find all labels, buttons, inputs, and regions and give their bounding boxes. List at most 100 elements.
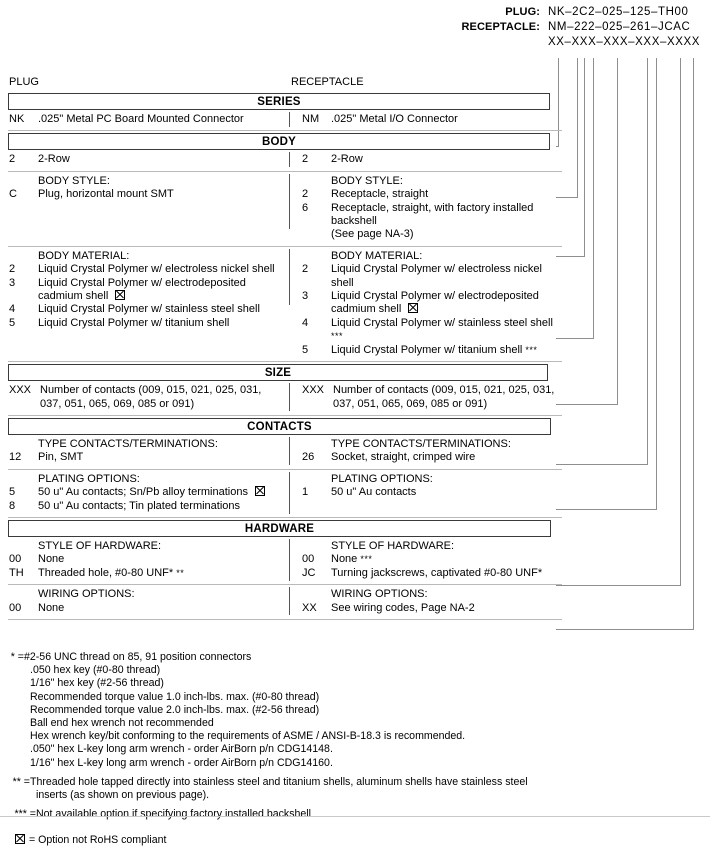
group-header: BODY MATERIAL:: [331, 249, 423, 262]
option-row[interactable]: JC Turning jackscrews, captivated #0-80 …: [302, 567, 562, 580]
plating-plug-column: PLATING OPTIONS: 5 50 u" Au contacts; Sn…: [8, 473, 290, 513]
body-material-receptacle-column: BODY MATERIAL: 2 Liquid Crystal Polymer …: [290, 250, 562, 357]
option-text: 2-Row: [331, 153, 363, 166]
part-number-template: XX–XXX–XXX–XXX–XXXX: [548, 36, 701, 48]
footnote-line: Hex wrench key/bit conforming to the req…: [30, 730, 466, 743]
plug-part-number-row: PLUG: NK–2C2–025–125–TH00: [0, 6, 710, 21]
option-row[interactable]: XX See wiring codes, Page NA-2: [302, 602, 562, 615]
option-code: JC: [302, 566, 316, 579]
option-row[interactable]: NM .025" Metal I/O Connector: [302, 113, 562, 126]
group-header: STYLE OF HARDWARE:: [38, 539, 162, 552]
option-row[interactable]: TH Threaded hole, #0-80 UNF* **: [9, 567, 290, 580]
option-row[interactable]: C Plug, horizontal mount SMT: [9, 188, 290, 201]
option-row[interactable]: NK .025" Metal PC Board Mounted Connecto…: [9, 113, 290, 126]
body-style-plug-column: BODY STYLE: C Plug, horizontal mount SMT: [8, 175, 290, 242]
leader-type-contacts: [556, 58, 648, 465]
footnote-marker: ***: [360, 554, 373, 565]
option-row[interactable]: 4 Liquid Crystal Polymer w/ stainless st…: [9, 303, 290, 316]
option-code: XX: [302, 601, 317, 614]
option-row[interactable]: 5 Liquid Crystal Polymer w/ titanium she…: [9, 317, 290, 330]
plug-label: PLUG:: [505, 6, 540, 18]
band-rule: [8, 584, 562, 586]
group-header: WIRING OPTIONS:: [38, 588, 135, 601]
option-text: Turning jackscrews, captivated #0-80 UNF…: [331, 566, 543, 579]
option-text: Liquid Crystal Polymer w/ electroless ni…: [38, 263, 275, 276]
body-row-receptacle-column: 2 2-Row: [290, 153, 562, 166]
body-material-plug-column: BODY MATERIAL: 2 Liquid Crystal Polymer …: [8, 250, 290, 357]
option-row[interactable]: 2 Liquid Crystal Polymer w/ electroless …: [302, 263, 562, 290]
footnote-marker: ***: [331, 331, 344, 342]
wiring-receptacle-column: WIRING OPTIONS: XX See wiring codes, Pag…: [290, 588, 562, 615]
column-divider: [289, 248, 290, 305]
band-rule: [8, 414, 562, 416]
option-row[interactable]: 2 2-Row: [9, 153, 290, 166]
leader-style-hardware: [556, 58, 681, 586]
band-series: NK .025" Metal PC Board Mounted Connecto…: [8, 110, 562, 130]
group-header: BODY MATERIAL:: [38, 249, 130, 262]
option-text: None: [38, 601, 65, 614]
option-code: NM: [302, 113, 320, 125]
option-text: Plug, horizontal mount SMT: [38, 188, 174, 201]
size-receptacle-column: XXX Number of contacts (009, 015, 021, 0…: [290, 384, 562, 411]
option-text-main: 50 u" Au contacts; Sn/Pb alloy terminati…: [38, 486, 248, 499]
band-rule: [8, 130, 562, 132]
rohs-legend: = Option not RoHS compliant: [8, 834, 608, 847]
footnote-marker: *** =: [14, 808, 37, 821]
option-row[interactable]: 2 2-Row: [302, 153, 562, 166]
receptacle-part-number-row: RECEPTACLE: NM–222–025–261–JCAC: [0, 21, 710, 36]
option-continuation: (See page NA-3): [331, 228, 414, 241]
section-header-series: SERIES: [8, 93, 550, 110]
option-text: Socket, straight, crimped wire: [331, 451, 476, 464]
option-row[interactable]: 26 Socket, straight, crimped wire: [302, 451, 562, 464]
group-header: PLATING OPTIONS:: [331, 472, 433, 485]
option-row[interactable]: 00 None ***: [302, 553, 562, 566]
option-code: 2: [302, 188, 309, 201]
option-text-main: Liquid Crystal Polymer w/ stainless stee…: [331, 316, 553, 329]
option-code: 5: [9, 486, 16, 499]
option-row[interactable]: 1 50 u" Au contacts: [302, 486, 562, 499]
column-header-receptacle: RECEPTACLE: [291, 76, 364, 88]
option-row[interactable]: 12 Pin, SMT: [9, 451, 290, 464]
option-code: 00: [302, 553, 315, 566]
section-header-body: BODY: [8, 133, 550, 151]
option-row[interactable]: 3 Liquid Crystal Polymer w/ electrodepos…: [302, 290, 562, 303]
footnote-line: .050" hex L-key long arm wrench - order …: [30, 743, 333, 756]
option-row[interactable]: 00 None: [9, 602, 290, 615]
footnotes: * = #2-56 UNC thread on 85, 91 position …: [8, 651, 608, 848]
option-row[interactable]: 5 Liquid Crystal Polymer w/ titanium she…: [302, 344, 562, 357]
option-row[interactable]: 5 50 u" Au contacts; Sn/Pb alloy termina…: [9, 486, 290, 499]
option-row[interactable]: XXX Number of contacts (009, 015, 021, 0…: [302, 384, 562, 397]
option-text: Threaded hole, #0-80 UNF* **: [38, 567, 290, 580]
body-style-receptacle-column: BODY STYLE: 2 Receptacle, straight 6 Rec…: [290, 175, 562, 242]
band-rule: [8, 170, 562, 172]
option-code: XXX: [302, 384, 325, 397]
option-row[interactable]: XXX Number of contacts (009, 015, 021, 0…: [9, 384, 290, 397]
option-code: 4: [9, 303, 16, 316]
option-continuation: cadmium shell: [9, 290, 290, 303]
option-row[interactable]: 2 Liquid Crystal Polymer w/ electroless …: [9, 263, 290, 276]
option-text: Pin, SMT: [38, 451, 84, 464]
footnote-line: 1/16" hex key (#2-56 thread): [30, 677, 164, 690]
option-row[interactable]: 00 None: [9, 553, 290, 566]
option-row[interactable]: 2 Receptacle, straight: [302, 188, 562, 201]
option-continuation: cadmium shell: [302, 303, 562, 316]
option-row[interactable]: 3 Liquid Crystal Polymer w/ electrodepos…: [9, 277, 290, 290]
rohs-noncompliant-icon: [255, 486, 266, 497]
group-header: STYLE OF HARDWARE:: [331, 539, 455, 552]
datasheet-page: PLUG: NK–2C2–025–125–TH00 RECEPTACLE: NM…: [0, 0, 710, 821]
option-row[interactable]: 6 Receptacle, straight, with factory ins…: [302, 202, 562, 229]
option-code: 3: [9, 276, 16, 289]
group-header: WIRING OPTIONS:: [331, 588, 428, 601]
band-rule: [8, 468, 562, 470]
band-body-style: BODY STYLE: C Plug, horizontal mount SMT…: [8, 172, 562, 246]
option-text: Liquid Crystal Polymer w/ stainless stee…: [38, 303, 260, 316]
option-text: Receptacle, straight, with factory insta…: [331, 201, 534, 228]
series-plug-column: NK .025" Metal PC Board Mounted Connecto…: [8, 113, 290, 126]
column-divider: [289, 587, 290, 616]
option-row[interactable]: 4 Liquid Crystal Polymer w/ stainless st…: [302, 317, 562, 344]
footnote-star: * = #2-56 UNC thread on 85, 91 position …: [8, 651, 608, 664]
option-row[interactable]: 8 50 u" Au contacts; Tin plated terminat…: [9, 500, 290, 513]
section-header-size: SIZE: [8, 364, 548, 382]
option-code: 00: [9, 553, 22, 566]
option-code: 6: [302, 201, 309, 214]
